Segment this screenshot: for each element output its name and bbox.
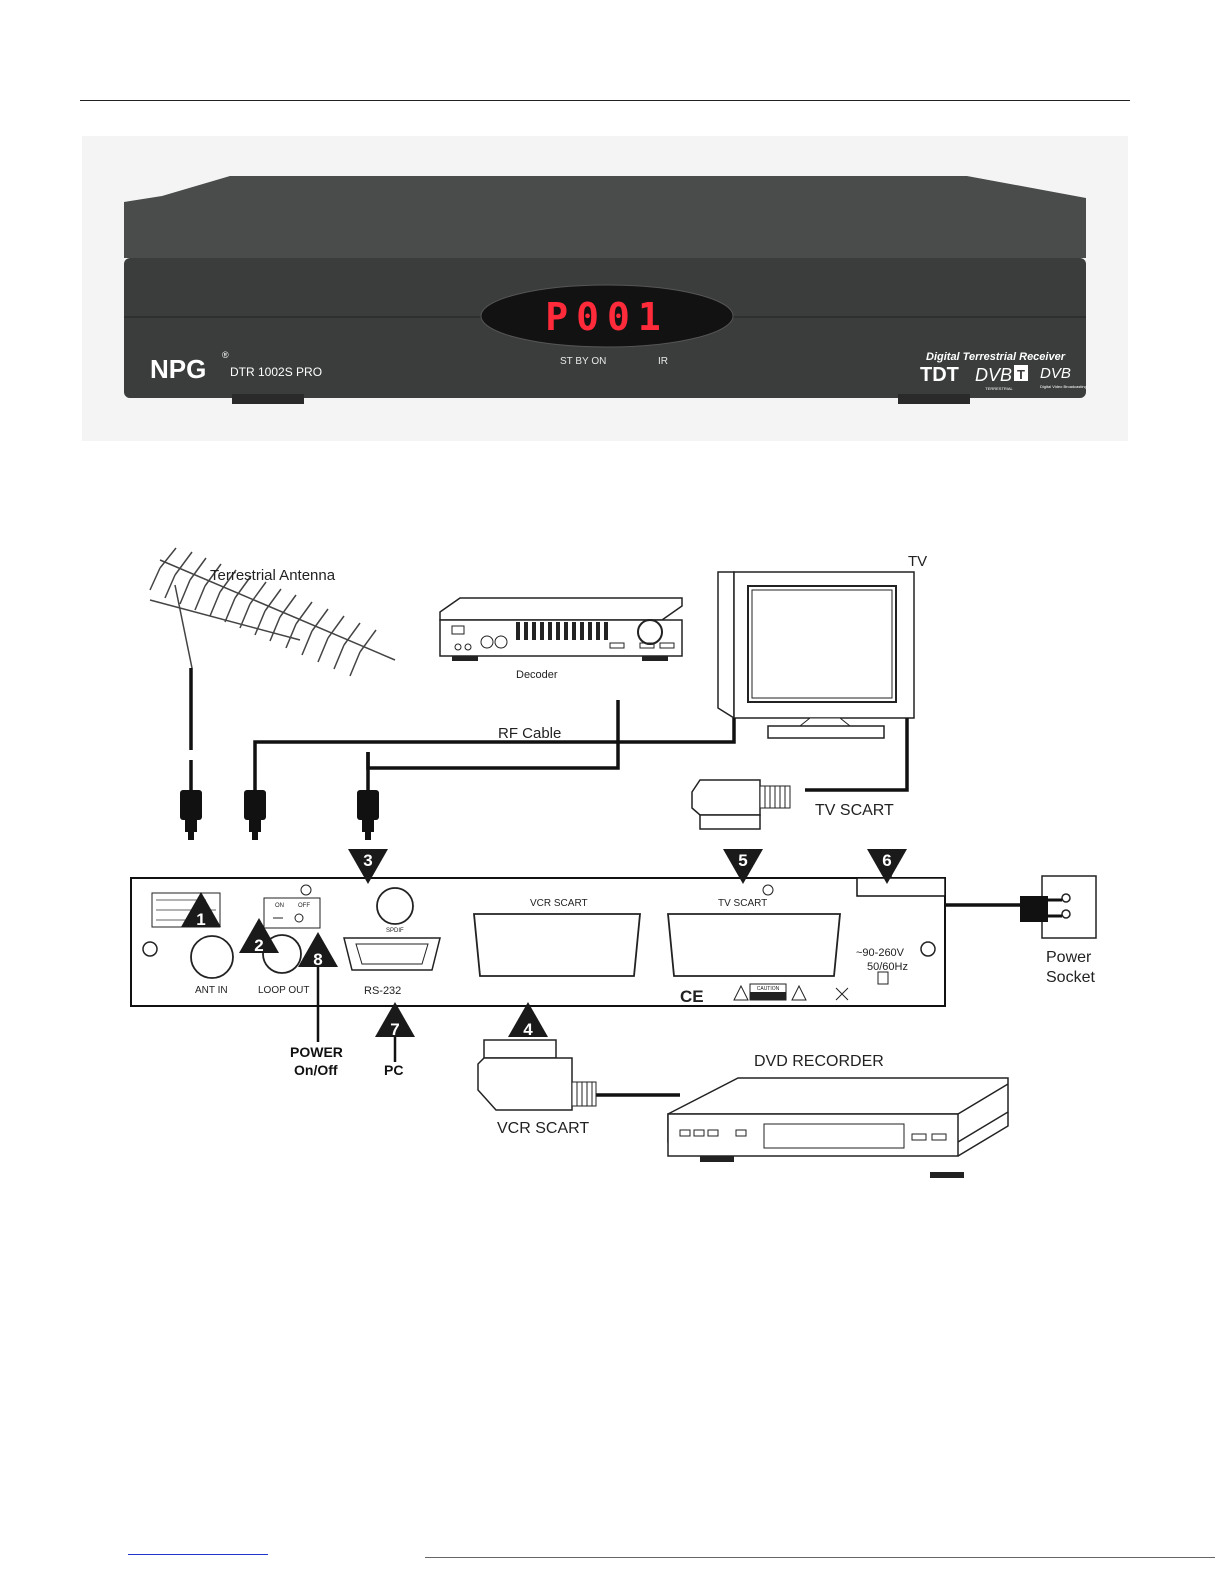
marker-3-number: 3: [363, 851, 372, 870]
marker-7-number: 7: [390, 1020, 399, 1039]
antenna-icon: [149, 547, 396, 677]
port-label-spdif: SPDIF: [386, 928, 404, 934]
model-name: DTR 1002S PRO: [230, 365, 322, 379]
label-terrestrial-antenna: Terrestrial Antenna: [210, 567, 336, 584]
foot-right: [898, 394, 970, 404]
marker-6-triangle: [867, 849, 907, 884]
marker-7-triangle: [375, 1002, 415, 1037]
brand-logo: NPG: [150, 354, 206, 384]
vcr-scart-plug-icon: [477, 1039, 597, 1111]
foot-left: [232, 394, 304, 404]
connection-diagram: Terrestrial Antenna Decoder TV RF: [130, 547, 1097, 1178]
marker-6-number: 6: [882, 851, 891, 870]
antenna-plug-icon: [180, 790, 202, 840]
label-power-socket-line2: Socket: [1046, 969, 1095, 986]
standby-indicator-label: ST BY ON: [560, 356, 606, 367]
dvb-logo: DVB: [1040, 365, 1071, 382]
label-tv: TV: [908, 553, 927, 570]
marker-5-triangle: [723, 849, 763, 884]
switch-label-off: OFF: [298, 903, 310, 909]
dvbt-logo-box: [1014, 365, 1028, 381]
decoder-icon: [439, 597, 683, 661]
marker-1-triangle: [181, 892, 221, 927]
dvb-logo-sub: Digital Video Broadcasting: [1040, 384, 1087, 389]
label-decoder: Decoder: [516, 669, 558, 681]
power-socket-icon: [1020, 875, 1097, 939]
power-frequency-label: 50/60Hz: [867, 961, 908, 973]
label-pc: PC: [384, 1062, 403, 1078]
led-display-text: P001: [545, 295, 669, 339]
receiver-front-illustration: P001 ST BY ON IR NPG ® DTR 1002S PRO Dig…: [124, 176, 1087, 404]
label-power-onoff-line1: POWER: [290, 1044, 343, 1060]
loopout-plug-icon: [244, 790, 266, 840]
port-label-loop-out: LOOP OUT: [258, 985, 310, 996]
dvbt-logo-letter: T: [1017, 367, 1025, 382]
marker-3-triangle: [348, 849, 388, 884]
label-vcr-scart: VCR SCART: [497, 1120, 589, 1137]
led-display: [480, 284, 734, 348]
ce-mark: CE: [680, 987, 704, 1006]
label-dvd-recorder: DVD RECORDER: [754, 1053, 884, 1070]
tdt-logo: TDT: [920, 364, 959, 386]
receiver-top-surface: [124, 176, 1086, 258]
brand-registered-mark: ®: [222, 350, 229, 360]
tagline: Digital Terrestrial Receiver: [926, 351, 1066, 363]
callout-markers: 1 2 3 4 5 6 7 8: [181, 849, 907, 1039]
footer-rule: [425, 1557, 1215, 1558]
port-label-tv-scart: TV SCART: [718, 898, 767, 909]
switch-label-on: ON: [275, 903, 284, 909]
tv-scart-plug-icon: [691, 779, 791, 830]
header-rule: [80, 100, 1130, 101]
dvbt-logo-sub: TERRESTRIAL: [985, 386, 1013, 391]
caution-label: CAUTION: [757, 986, 780, 992]
label-power-onoff-line2: On/Off: [294, 1062, 338, 1078]
marker-4-number: 4: [523, 1020, 533, 1039]
port-label-vcr-scart: VCR SCART: [530, 898, 588, 909]
port-label-rs232: RS-232: [364, 985, 401, 997]
label-power-socket-line1: Power: [1046, 949, 1092, 966]
marker-2-number: 2: [254, 936, 263, 955]
port-label-ant-in: ANT IN: [195, 985, 228, 996]
marker-8-triangle: [298, 932, 338, 967]
decoder-plug-icon: [357, 790, 379, 840]
tv-icon: [717, 571, 915, 739]
marker-8-number: 8: [313, 950, 322, 969]
footer-link-underline: [128, 1554, 268, 1555]
dvd-recorder-icon: [667, 1077, 1009, 1178]
power-voltage-label: ~90-260V: [856, 947, 905, 959]
marker-4-triangle: [508, 1002, 548, 1037]
dvbt-logo: DVB: [975, 365, 1012, 385]
front-panel-photo: P001 ST BY ON IR NPG ® DTR 1002S PRO Dig…: [82, 136, 1128, 441]
label-rf-cable: RF Cable: [498, 725, 561, 742]
ir-indicator-label: IR: [658, 356, 668, 367]
label-tv-scart: TV SCART: [815, 802, 894, 819]
marker-1-number: 1: [196, 910, 205, 929]
marker-2-triangle: [239, 918, 279, 953]
marker-5-number: 5: [738, 851, 747, 870]
